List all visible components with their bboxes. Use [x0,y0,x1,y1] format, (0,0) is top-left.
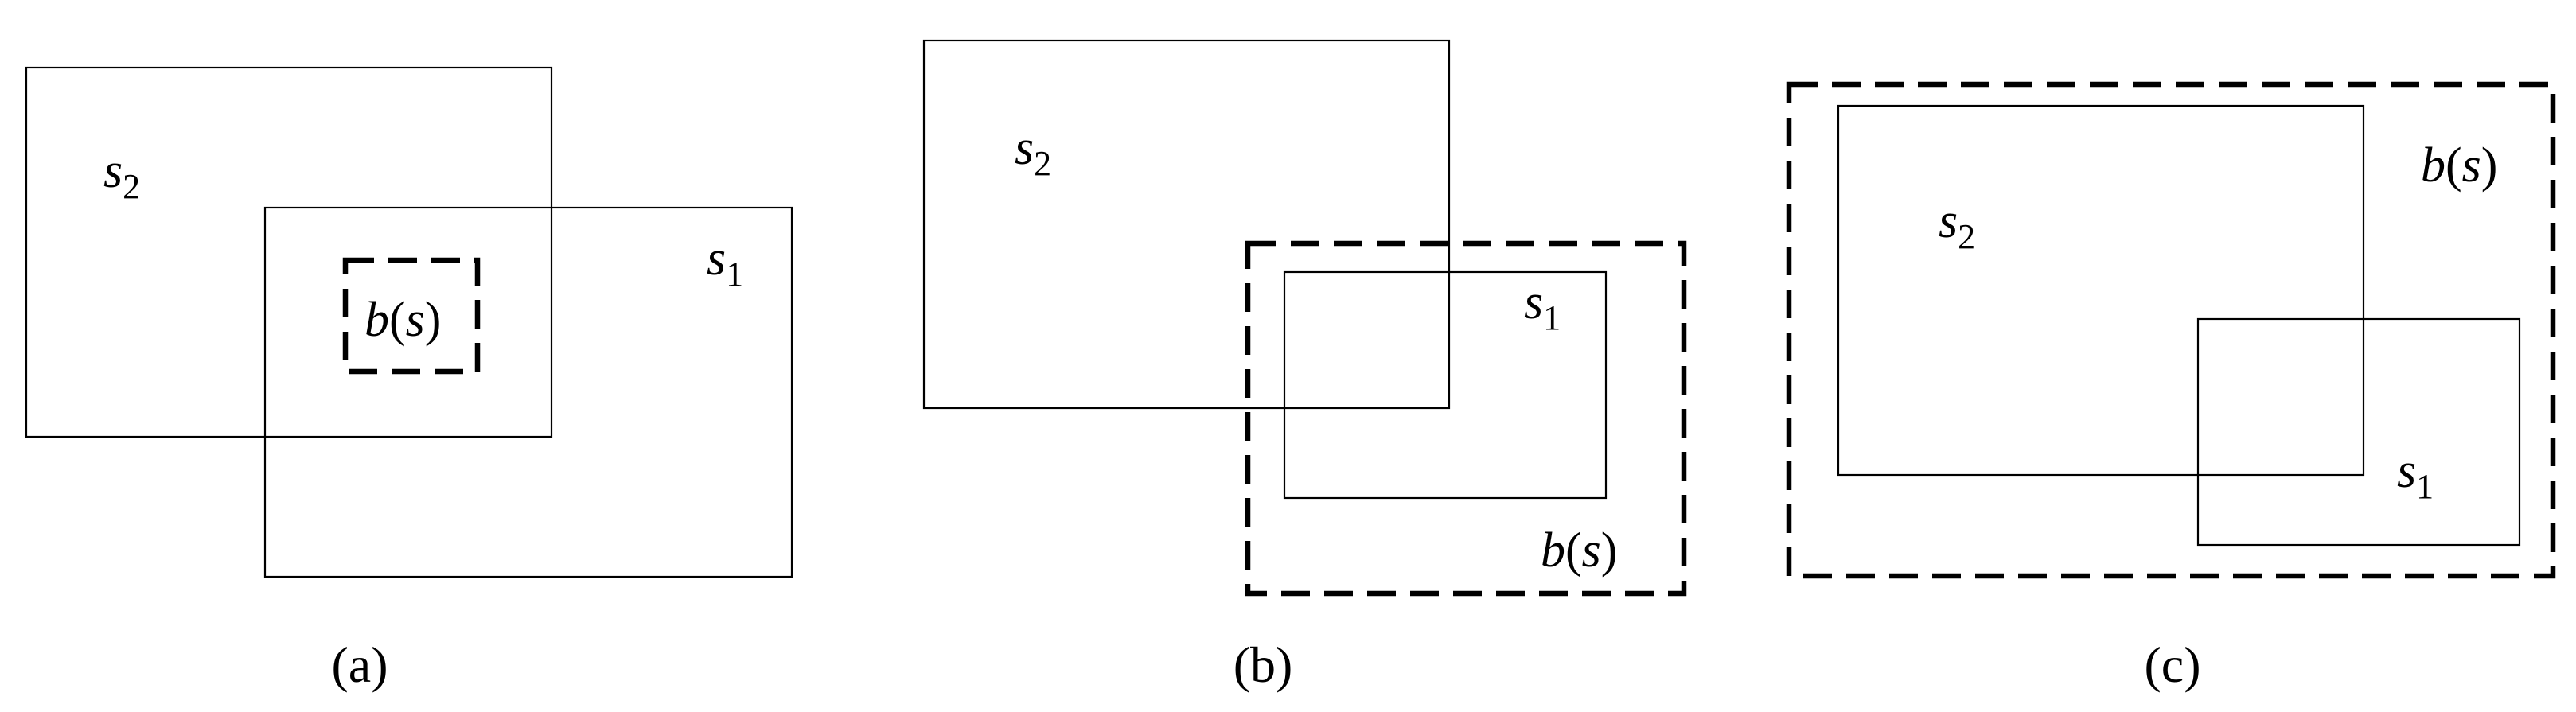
panel-a-bs-label: b(s) [364,293,441,347]
panel-c-s1-box [2196,317,2521,547]
panel-c-s1-label: s1 [2397,444,2434,506]
panel-b-s1-label: s1 [1524,275,1561,337]
panel-c-bs-box [1786,81,2556,579]
panel-b-bs-label: b(s) [1541,523,1617,578]
panel-a-s1-box [263,206,793,578]
panel-b: s2 s1 b(s) (b) [922,39,1687,693]
panel-b-s2-box [922,39,1451,410]
panel-a: s2 s1 b(s) (a) [25,66,793,693]
panel-c: s2 s1 b(s) (c) [1786,81,2556,693]
panel-a-s2-box [25,66,553,438]
panel-a-s2-label: s2 [103,144,140,206]
panel-a-caption: (a) [331,636,388,693]
panel-a-bs-box [342,257,481,375]
panel-c-s2-box [1837,104,2365,477]
panel-b-caption: (b) [1233,636,1293,693]
panel-c-s2-label: s2 [1939,194,1975,256]
panel-c-bs-label: b(s) [2421,138,2497,193]
panel-b-bs-box [1245,240,1687,597]
panel-a-s1-label: s1 [707,231,743,294]
panel-c-caption: (c) [2144,636,2200,693]
panel-b-s1-box [1283,270,1608,500]
panel-b-s2-label: s2 [1015,121,1051,183]
